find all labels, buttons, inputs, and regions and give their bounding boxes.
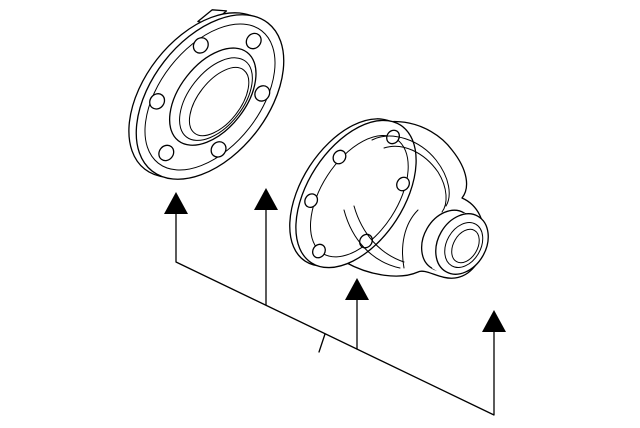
arrow-up xyxy=(345,278,369,300)
bolt-hole xyxy=(192,37,209,54)
bolt-hole xyxy=(149,93,166,110)
drive-flange-disk xyxy=(289,118,417,269)
bolt-hole xyxy=(312,243,326,259)
bolt-hole xyxy=(332,149,347,165)
boot-ribs xyxy=(343,135,450,269)
arrow-up xyxy=(482,310,506,332)
arrow-up xyxy=(164,192,188,214)
bolt-hole xyxy=(304,193,319,209)
drive-flange-bolt-holes xyxy=(304,129,410,259)
callout-leaders xyxy=(175,209,495,416)
callout-arrows xyxy=(164,188,506,332)
bolt-hole xyxy=(158,144,175,162)
bolt-hole xyxy=(245,32,262,50)
flange-plate xyxy=(128,9,285,180)
bolt-hole xyxy=(396,176,410,192)
bolt-hole xyxy=(210,141,227,158)
boot-neck xyxy=(420,209,489,276)
drive-flange-boot xyxy=(289,118,489,279)
arrow-up xyxy=(254,188,278,210)
flange-face-inner-edge xyxy=(144,23,276,171)
flange-bore-inner xyxy=(179,57,253,141)
bolt-hole xyxy=(254,85,271,102)
flange-bolt-holes xyxy=(149,32,271,162)
flange-bore xyxy=(168,47,257,146)
leader-main xyxy=(175,213,495,416)
callout-tick xyxy=(318,333,326,353)
bolt-hole xyxy=(386,129,400,145)
flange-bore-deep xyxy=(188,67,250,137)
